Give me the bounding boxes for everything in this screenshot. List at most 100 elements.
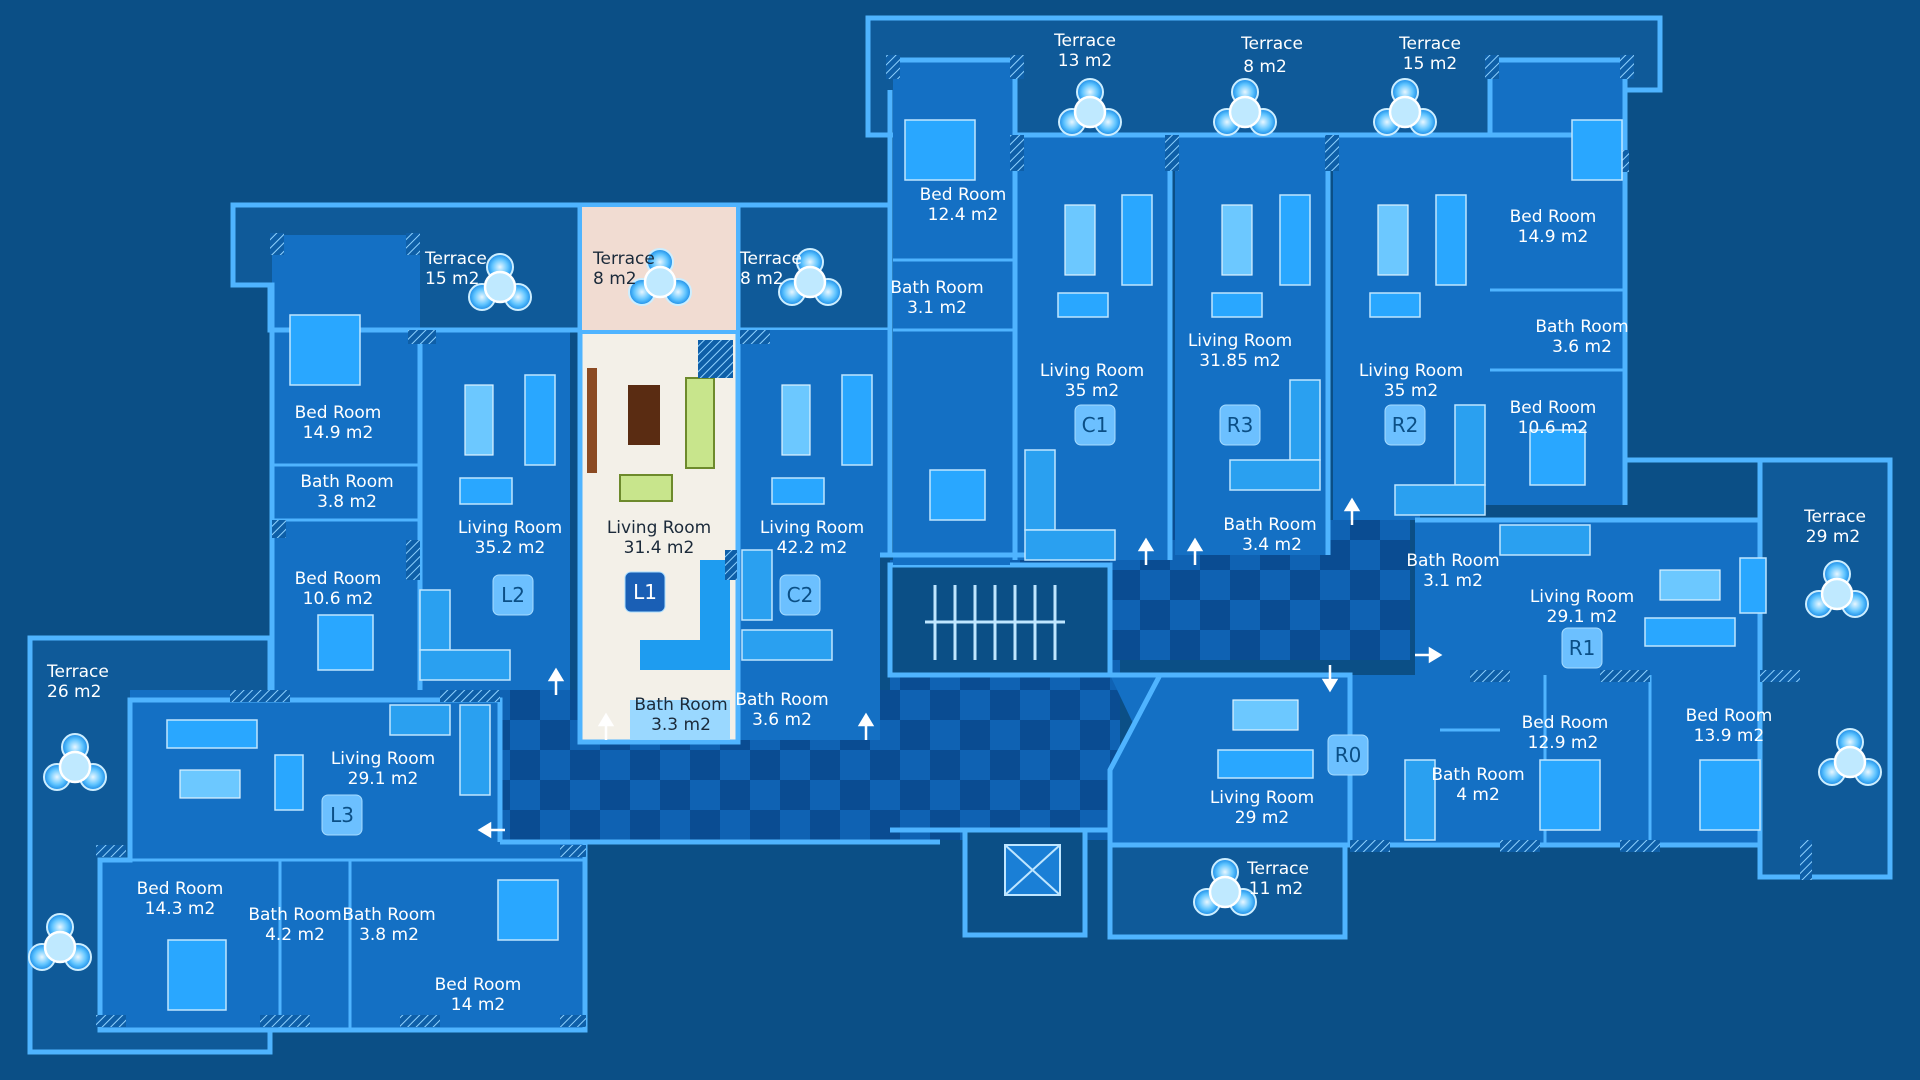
room-name: Bath Room xyxy=(890,278,983,298)
room-area: 14 m2 xyxy=(451,995,505,1015)
room-area: 12.4 m2 xyxy=(928,205,999,225)
room-area: 13 m2 xyxy=(1058,51,1112,71)
svg-text:R2: R2 xyxy=(1392,413,1419,437)
walls xyxy=(97,57,1763,1033)
room-name: Living Room xyxy=(1359,361,1463,381)
room-area: 31.4 m2 xyxy=(624,538,695,558)
room-area: 14.9 m2 xyxy=(1518,227,1589,247)
elevator xyxy=(962,827,1088,938)
svg-text:R1: R1 xyxy=(1569,636,1596,660)
room-name: Bath Room xyxy=(735,690,828,710)
room-name: Living Room xyxy=(331,749,435,769)
unit-badge-l1[interactable]: L1 xyxy=(624,571,666,613)
room-area: 11 m2 xyxy=(1249,879,1303,899)
room-area: 12.9 m2 xyxy=(1528,733,1599,753)
room-name: Bath Room xyxy=(1223,515,1316,535)
room-area: 29.1 m2 xyxy=(1547,607,1618,627)
room-area: 15 m2 xyxy=(425,269,479,289)
unit-badge-r1[interactable]: R1 xyxy=(1561,627,1603,669)
room-area: 35 m2 xyxy=(1384,381,1438,401)
room-name: Bed Room xyxy=(295,403,382,423)
svg-text:C2: C2 xyxy=(787,583,814,607)
unit-badge-l2[interactable]: L2 xyxy=(492,574,534,616)
room-name: Bath Room xyxy=(1535,317,1628,337)
room-name: Bed Room xyxy=(1510,207,1597,227)
furniture xyxy=(166,119,1767,1011)
room-name: Living Room xyxy=(1188,331,1292,351)
room-area: 8 m2 xyxy=(593,269,637,289)
room-area: 3.1 m2 xyxy=(1423,571,1483,591)
room-area: 3.3 m2 xyxy=(651,715,711,735)
unit-badges[interactable]: L1 L2 L3 C1 C2 R0 R1 R2 xyxy=(321,404,1603,836)
svg-text:L3: L3 xyxy=(330,803,354,827)
room-area: 14.3 m2 xyxy=(145,899,216,919)
room-area: 3.1 m2 xyxy=(907,298,967,318)
unit-l1-selected[interactable] xyxy=(577,202,741,745)
room-area: 29 m2 xyxy=(1235,808,1289,828)
room-name: Terrace xyxy=(424,249,487,269)
room-area: 4 m2 xyxy=(1456,785,1500,805)
room-name: Bath Room xyxy=(1406,551,1499,571)
svg-text:L1: L1 xyxy=(633,580,657,604)
stairwell xyxy=(887,562,1113,678)
unit-badge-c2[interactable]: C2 xyxy=(779,574,821,616)
room-area: 35.2 m2 xyxy=(475,538,546,558)
room-name: Living Room xyxy=(607,518,711,538)
entry-arrows xyxy=(477,497,1443,839)
room-name: Terrace xyxy=(1398,34,1461,54)
room-name: Terrace xyxy=(739,249,802,269)
room-name: Living Room xyxy=(1210,788,1314,808)
room-name: Bed Room xyxy=(435,975,522,995)
room-name: Bed Room xyxy=(295,569,382,589)
room-labels: Terrace 8 m2 Living Room 31.4 m2 Bath Ro… xyxy=(46,31,1866,1015)
room-name: Bath Room xyxy=(1431,765,1524,785)
svg-text:R3: R3 xyxy=(1227,413,1254,437)
svg-text:L2: L2 xyxy=(501,583,525,607)
room-name: Living Room xyxy=(1530,587,1634,607)
room-area: 3.8 m2 xyxy=(359,925,419,945)
room-name: Terrace xyxy=(592,249,655,269)
room-area: 10.6 m2 xyxy=(303,589,374,609)
room-area: 15 m2 xyxy=(1403,54,1457,74)
room-name: Living Room xyxy=(458,518,562,538)
room-name: Bath Room xyxy=(248,905,341,925)
unit-badge-l3[interactable]: L3 xyxy=(321,794,363,836)
room-area: 31.85 m2 xyxy=(1199,351,1280,371)
room-name: Bed Room xyxy=(1510,398,1597,418)
svg-text:C1: C1 xyxy=(1082,413,1109,437)
room-name: Terrace xyxy=(1240,34,1303,54)
room-name: Terrace xyxy=(1246,859,1309,879)
room-name: Living Room xyxy=(1040,361,1144,381)
room-name: Bath Room xyxy=(634,695,727,715)
room-area: 10.6 m2 xyxy=(1518,418,1589,438)
room-area: 8 m2 xyxy=(1243,57,1287,77)
room-area: 4.2 m2 xyxy=(265,925,325,945)
room-name: Bath Room xyxy=(342,905,435,925)
room-name: Bed Room xyxy=(920,185,1007,205)
room-area: 42.2 m2 xyxy=(777,538,848,558)
room-area: 3.8 m2 xyxy=(317,492,377,512)
unit-badge-r0[interactable]: R0 xyxy=(1327,734,1369,776)
room-name: Living Room xyxy=(760,518,864,538)
room-name: Bed Room xyxy=(1522,713,1609,733)
room-area: 14.9 m2 xyxy=(303,423,374,443)
room-area: 3.4 m2 xyxy=(1242,535,1302,555)
room-name: Bed Room xyxy=(1686,706,1773,726)
room-area: 3.6 m2 xyxy=(752,710,812,730)
room-area: 26 m2 xyxy=(47,682,101,702)
room-name: Bed Room xyxy=(137,879,224,899)
room-name: Bath Room xyxy=(300,472,393,492)
unit-badge-c1[interactable]: C1 xyxy=(1074,404,1116,446)
room-area: 35 m2 xyxy=(1065,381,1119,401)
room-area: 3.6 m2 xyxy=(1552,337,1612,357)
unit-badge-r2[interactable]: R2 xyxy=(1384,404,1426,446)
room-area: 8 m2 xyxy=(740,269,784,289)
room-area: 29 m2 xyxy=(1806,527,1860,547)
svg-text:R0: R0 xyxy=(1335,743,1362,767)
unit-badge-r3[interactable]: R3 xyxy=(1219,404,1261,446)
room-name: Terrace xyxy=(1803,507,1866,527)
room-name: Terrace xyxy=(46,662,109,682)
room-name: Terrace xyxy=(1053,31,1116,51)
room-area: 13.9 m2 xyxy=(1694,726,1765,746)
